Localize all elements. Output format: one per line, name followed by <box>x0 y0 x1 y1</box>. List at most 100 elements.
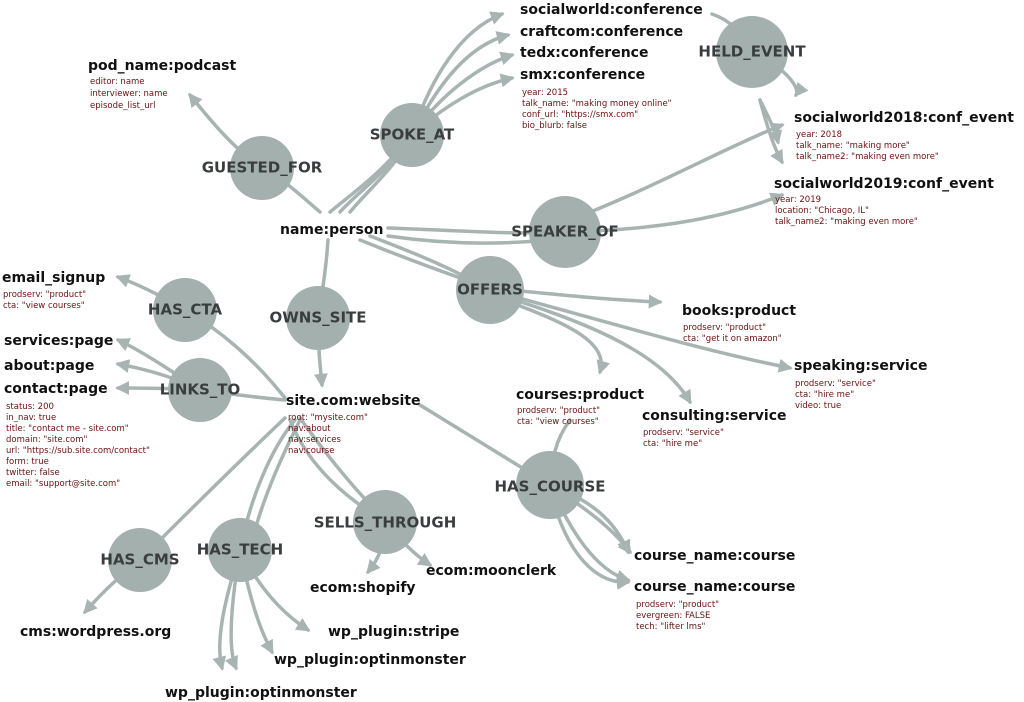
node-contact-prop: title: "contact me - site.com" <box>6 424 129 434</box>
node-courses-prop: prodserv: "product" <box>517 406 600 416</box>
relation-speaker-of[interactable]: SPEAKER_OF <box>511 196 619 268</box>
node-services-page-label: services:page <box>4 333 113 349</box>
node-podcast-prop: interviewer: name <box>90 89 168 99</box>
relation-offers-label: OFFERS <box>457 281 523 299</box>
node-consulting-label: consulting:service <box>642 408 787 424</box>
node-stripe-label: wp_plugin:stripe <box>328 624 459 640</box>
edge-offers-speaking <box>488 288 793 373</box>
node-consulting[interactable]: consulting:service prodserv: "service" c… <box>642 408 787 449</box>
relation-has-cms[interactable]: HAS_CMS <box>100 528 180 592</box>
node-sw2019-label: socialworld2019:conf_event <box>774 176 994 192</box>
node-course-1[interactable]: course_name:course <box>634 548 795 564</box>
node-courses[interactable]: courses:product prodserv: "product" cta:… <box>516 387 644 427</box>
node-smx-prop: year: 2015 <box>522 88 568 98</box>
relation-has-cta-label: HAS_CTA <box>148 301 223 319</box>
relation-has-cms-label: HAS_CMS <box>100 551 179 569</box>
node-moonclerk[interactable]: ecom:moonclerk <box>426 563 557 579</box>
node-smx-conference[interactable]: smx:conference year: 2015 talk_name: "ma… <box>520 67 672 131</box>
relation-links-to[interactable]: LINKS_TO <box>160 358 241 422</box>
node-podcast-prop: episode_list_url <box>90 101 155 111</box>
relation-has-tech[interactable]: HAS_TECH <box>197 518 284 582</box>
relation-links-to-label: LINKS_TO <box>160 381 241 399</box>
relation-offers[interactable]: OFFERS <box>456 256 524 324</box>
node-craftcom-label: craftcom:conference <box>520 24 683 40</box>
node-socialworld2018[interactable]: socialworld2018:conf_event year: 2018 ta… <box>794 110 1014 162</box>
node-speaking-prop: cta: "hire me" <box>795 390 854 400</box>
node-speaking-prop: video: true <box>795 401 841 411</box>
relation-held-event-label: HELD_EVENT <box>698 43 806 61</box>
node-podcast-prop: editor: name <box>90 77 145 87</box>
node-email-signup-prop: prodserv: "product" <box>3 290 86 300</box>
relations: SPOKE_AT HELD_EVENT GUESTED_FOR SPEAKER_… <box>100 16 806 592</box>
node-smx-prop: talk_name: "making money online" <box>522 99 672 109</box>
relation-guested-for[interactable]: GUESTED_FOR <box>202 136 323 200</box>
node-podcast-label: pod_name:podcast <box>88 58 236 74</box>
node-optinmonster-2[interactable]: wp_plugin:optinmonster <box>165 685 357 701</box>
node-email-signup[interactable]: email_signup prodserv: "product" cta: "v… <box>2 270 105 311</box>
node-books-label: books:product <box>682 303 796 319</box>
node-books-prop: prodserv: "product" <box>683 323 766 333</box>
node-person[interactable]: name:person <box>280 222 383 238</box>
node-services-page[interactable]: services:page <box>4 333 113 349</box>
node-contact-prop: in_nav: true <box>6 413 56 423</box>
node-contact-prop: url: "https://sub.site.com/contact" <box>6 446 150 456</box>
relation-owns-site[interactable]: OWNS_SITE <box>269 286 367 350</box>
node-socialworld2019[interactable]: socialworld2019:conf_event year: 2019 lo… <box>774 176 994 227</box>
node-contact-page[interactable]: contact:page status: 200 in_nav: true ti… <box>4 381 150 489</box>
node-optin1-label: wp_plugin:optinmonster <box>274 652 466 668</box>
node-courses-label: courses:product <box>516 387 644 403</box>
node-contact-prop: email: "support@site.com" <box>6 479 120 489</box>
node-craftcom-conference[interactable]: craftcom:conference <box>520 24 683 40</box>
node-podcast[interactable]: pod_name:podcast editor: name interviewe… <box>88 58 236 111</box>
node-website[interactable]: site.com:website root: "mysite.com" nav:… <box>286 393 421 456</box>
node-books[interactable]: books:product prodserv: "product" cta: "… <box>682 303 796 344</box>
node-books-prop: cta: "get it on amazon" <box>683 334 782 344</box>
node-contact-prop: domain: "site.com" <box>6 435 88 445</box>
node-wordpress[interactable]: cms:wordpress.org <box>20 624 171 640</box>
node-tedx-conference[interactable]: tedx:conference <box>520 45 648 61</box>
relation-has-course[interactable]: HAS_COURSE <box>494 451 606 519</box>
node-course-2-prop: prodserv: "product" <box>636 600 719 610</box>
node-smx-label: smx:conference <box>520 67 645 83</box>
node-about-page[interactable]: about:page <box>4 358 94 374</box>
relation-held-event[interactable]: HELD_EVENT <box>698 16 806 88</box>
relation-guested-for-label: GUESTED_FOR <box>202 159 323 177</box>
relation-speaker-of-label: SPEAKER_OF <box>511 223 619 241</box>
node-shopify[interactable]: ecom:shopify <box>310 580 416 596</box>
edge-speaker-of-sw2018 <box>563 122 785 224</box>
node-wordpress-label: cms:wordpress.org <box>20 624 171 640</box>
relation-has-cta[interactable]: HAS_CTA <box>148 278 223 342</box>
node-website-prop: nav:services <box>288 435 341 445</box>
node-course-2[interactable]: course_name:course prodserv: "product" e… <box>634 579 795 632</box>
node-website-prop: root: "mysite.com" <box>288 413 368 423</box>
node-website-label: site.com:website <box>286 393 421 409</box>
node-sw2019-prop: year: 2019 <box>775 195 821 205</box>
node-sw2018-label: socialworld2018:conf_event <box>794 110 1014 126</box>
node-sw2019-prop: location: "Chicago, IL" <box>775 206 869 216</box>
node-course-2-prop: evergreen: FALSE <box>636 611 710 621</box>
node-tedx-label: tedx:conference <box>520 45 648 61</box>
node-optinmonster-1[interactable]: wp_plugin:optinmonster <box>274 652 466 668</box>
relation-sells-through-label: SELLS_THROUGH <box>314 514 457 532</box>
node-optin2-label: wp_plugin:optinmonster <box>165 685 357 701</box>
node-speaking[interactable]: speaking:service prodserv: "service" cta… <box>794 358 927 411</box>
node-website-prop: nav:course <box>288 446 334 456</box>
node-sw2018-prop: year: 2018 <box>796 130 842 140</box>
node-course-2-label: course_name:course <box>634 579 795 595</box>
node-consulting-prop: prodserv: "service" <box>643 428 724 438</box>
node-stripe[interactable]: wp_plugin:stripe <box>328 624 459 640</box>
relation-spoke-at-label: SPOKE_AT <box>370 126 455 144</box>
relation-sells-through[interactable]: SELLS_THROUGH <box>314 490 457 554</box>
relation-has-course-label: HAS_COURSE <box>494 478 605 496</box>
node-sw2019-prop: talk_name2: "making even more" <box>775 217 918 227</box>
node-smx-prop: conf_url: "https://smx.com" <box>522 110 638 120</box>
node-socialworld-label: socialworld:conference <box>520 2 703 18</box>
relation-spoke-at[interactable]: SPOKE_AT <box>370 103 455 167</box>
node-contact-prop: form: true <box>6 457 49 467</box>
node-person-label: name:person <box>280 222 383 238</box>
node-socialworld-conference[interactable]: socialworld:conference <box>520 2 703 18</box>
node-speaking-label: speaking:service <box>794 358 927 374</box>
node-course-2-prop: tech: "lifter lms" <box>636 622 705 632</box>
